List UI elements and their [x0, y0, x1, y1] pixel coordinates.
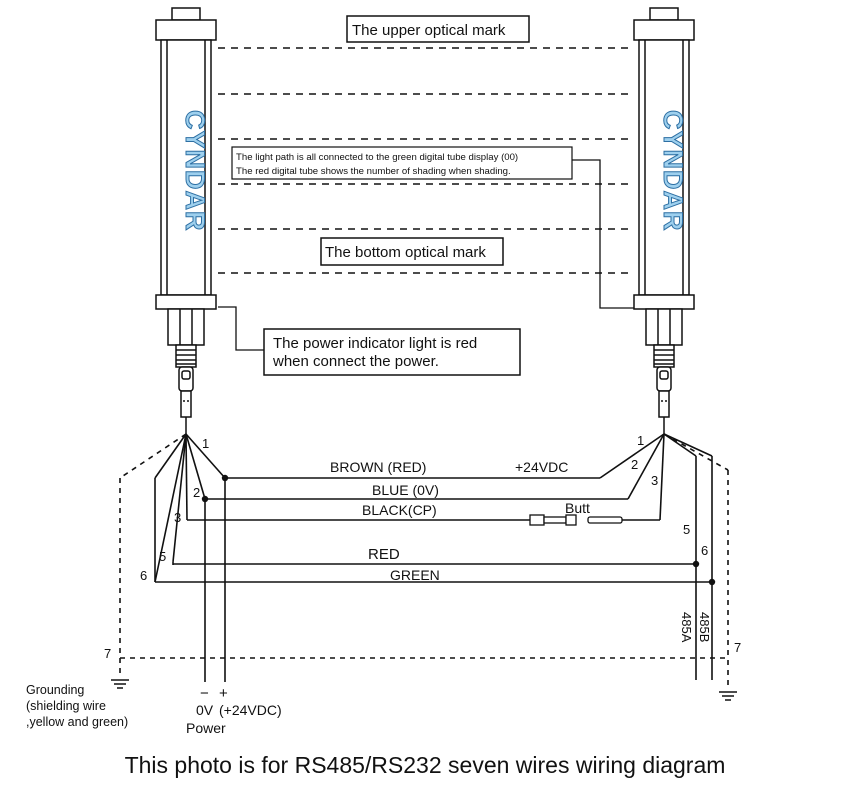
right-ground-icon	[719, 691, 737, 701]
left-wire-number-6: 6	[140, 568, 147, 583]
grounding-line2: (shielding wire	[26, 699, 106, 713]
right-light-curtain-bar	[633, 7, 695, 434]
power-0v: 0V	[196, 702, 214, 718]
power-minus: −	[200, 685, 209, 702]
right-connector	[653, 344, 675, 434]
left-wire-number-7: 7	[104, 646, 111, 661]
left-wire-number-1: 1	[202, 436, 209, 451]
left-wire-number-2: 2	[193, 485, 200, 500]
wiring	[154, 433, 713, 682]
junction-dots	[201, 474, 716, 586]
green-wire-label: GREEN	[390, 567, 440, 583]
left-wire-number-5: 5	[159, 549, 166, 564]
light-path-leader	[572, 159, 634, 309]
grounding-line3: ,yellow and green)	[26, 715, 128, 729]
power-indicator-line2: when connect the power.	[272, 353, 439, 370]
right-wire-number-5: 5	[683, 522, 690, 537]
right-wire-number-7: 7	[734, 640, 741, 655]
brown-wire-label: BROWN (RED)	[330, 459, 426, 475]
plus24-wire-label: +24VDC	[515, 459, 568, 475]
left-light-curtain-bar	[155, 7, 217, 434]
butt-connector	[529, 514, 623, 526]
upper-mark-box	[346, 15, 530, 43]
left-wire-number-3: 3	[174, 510, 181, 525]
butt-label: Butt	[565, 500, 590, 516]
485b-label: 485B	[697, 612, 712, 642]
right-wire-number-6: 6	[701, 543, 708, 558]
power-label: Power	[186, 720, 226, 736]
power-indicator-leader	[218, 306, 264, 351]
bottom-mark-box	[320, 237, 504, 266]
485a-label: 485A	[679, 612, 694, 643]
red-wire-label: RED	[368, 546, 400, 563]
right-brand-text: CYNDAR	[658, 110, 688, 232]
right-wire-number-1: 1	[637, 433, 644, 448]
right-wire-number-2: 2	[631, 457, 638, 472]
upper-mark-label: The upper optical mark	[352, 22, 506, 39]
light-path-note-line2: The red digital tube shows the number of…	[236, 166, 511, 177]
bottom-mark-label: The bottom optical mark	[325, 244, 486, 261]
black-wire-label: BLACK(CP)	[362, 502, 437, 518]
light-path-note-box	[231, 146, 573, 180]
right-wire-number-3: 3	[651, 473, 658, 488]
left-connector	[175, 344, 197, 434]
light-beams	[218, 47, 634, 274]
power-indicator-box	[263, 328, 521, 376]
grounding-line1: Grounding	[26, 683, 84, 697]
blue-wire-label: BLUE (0V)	[372, 482, 439, 498]
left-ground-icon	[111, 679, 129, 689]
power-indicator-line1: The power indicator light is red	[273, 335, 477, 352]
light-path-note-line1: The light path is all connected to the g…	[236, 152, 518, 163]
shield-wires	[119, 433, 729, 690]
caption: This photo is for RS485/RS232 seven wire…	[124, 752, 726, 778]
left-brand-text: CYNDAR	[180, 110, 210, 232]
power-plus24: (+24VDC)	[219, 702, 282, 718]
power-plus: +	[219, 685, 228, 702]
